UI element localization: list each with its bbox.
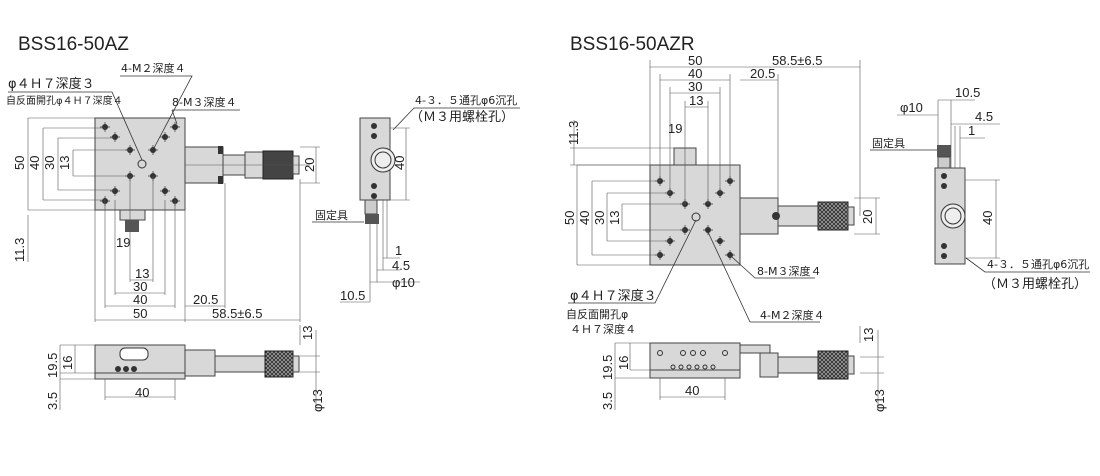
left-label-bolt-hole: （Ｍ３用螺栓孔）: [410, 110, 514, 125]
left-dim-30: 30: [42, 156, 57, 170]
right-dim-19: 19: [668, 121, 682, 136]
right-dim-h30: 30: [688, 79, 702, 94]
right-top-view: [649, 147, 855, 266]
right-label-m2: 4-M２深度４: [760, 308, 824, 322]
right-label-back-hole-1: 自反面開孔φ: [566, 308, 628, 321]
left-label-m3: 8-M３深度４: [172, 95, 236, 109]
left-dim-16: 16: [60, 356, 75, 370]
right-front-view: [649, 342, 855, 380]
right-dim-phi10: φ10: [900, 100, 923, 115]
left-label-pin-hole: φ４Ｈ７深度３: [8, 76, 95, 92]
right-dim-h50: 50: [688, 53, 702, 68]
right-dim-3-5: 3.5: [600, 392, 615, 410]
right-dim-v20: 20: [860, 210, 875, 224]
left-dim-phi13: φ13: [310, 389, 325, 412]
left-dim-40: 40: [27, 156, 42, 170]
right-dim-19-5: 19.5: [600, 355, 615, 380]
left-dim-50: 50: [12, 156, 27, 170]
right-dim-front-13: 13: [861, 328, 876, 342]
left-dim-19: 19: [116, 235, 130, 250]
right-dim-h13: 13: [689, 93, 703, 108]
right-dim-h40: 40: [688, 66, 702, 81]
right-label-through-hole: 4-３．５通孔φ6沉孔: [987, 258, 1089, 271]
left-dim-side-40: 40: [392, 156, 407, 170]
right-dim-v13: 13: [607, 211, 622, 225]
right-dim-11-3: 11.3: [566, 121, 581, 145]
right-dim-side-40: 40: [980, 211, 995, 225]
right-dim-v40: 40: [577, 211, 592, 225]
right-side-view: [934, 145, 966, 265]
right-label-pin-hole: φ４Ｈ７深度３: [570, 288, 657, 304]
right-dim-10-5: 10.5: [955, 85, 980, 100]
right-dim-phi13: φ13: [872, 389, 887, 412]
right-dim-4-5: 4.5: [975, 109, 993, 124]
left-label-back-hole: 自反面開孔φ４Ｈ７深度４: [6, 94, 123, 107]
right-dim-58-5: 58.5±6.5: [772, 53, 823, 68]
left-dim-h30: 30: [133, 279, 147, 294]
right-model-title: BSS16-50AZR: [570, 34, 695, 55]
left-front-view: [94, 344, 300, 380]
right-label-bolt-hole: （Ｍ３用螺栓孔）: [983, 277, 1087, 292]
right-dim-v30: 30: [592, 211, 607, 225]
left-dim-20: 20: [302, 158, 317, 172]
left-side-view: [359, 117, 396, 224]
left-dim-h40: 40: [133, 292, 147, 307]
right-dim-front-40: 40: [685, 383, 699, 398]
right-label-back-hole-2: ４Ｈ７深度４: [570, 322, 636, 336]
right-dim-v50: 50: [562, 211, 577, 225]
left-dim-h50: 50: [133, 306, 147, 321]
left-dim-3-5: 3.5: [45, 392, 60, 410]
left-dim-1: 1: [395, 243, 402, 258]
right-drawing: BSS16-50AZR 50 40 30 13 20.5 58.5±6.5 11…: [562, 34, 1090, 412]
left-dim-phi10: φ10: [392, 275, 415, 290]
left-dim-4-5: 4.5: [392, 258, 410, 273]
left-model-title: BSS16-50AZ: [18, 34, 129, 55]
front-knurl-icon: [264, 350, 294, 378]
left-label-clamp: 固定具: [315, 208, 348, 222]
right-dim-16: 16: [616, 356, 631, 370]
right-dim-1: 1: [968, 123, 975, 138]
left-top-view: [94, 117, 310, 232]
left-dim-13: 13: [57, 156, 72, 170]
right-front-knurl-icon: [817, 350, 849, 380]
right-knurl-icon: [817, 201, 849, 231]
left-dim-20-5: 20.5: [193, 292, 218, 307]
left-dim-front-13: 13: [300, 326, 315, 340]
right-label-m3: 8-M３深度４: [757, 264, 821, 278]
left-drawing: BSS16-50AZ φ４Ｈ７深度３ 自反面開孔φ４Ｈ７深度４ 4: [6, 34, 520, 412]
left-dim-10-5: 10.5: [340, 288, 365, 303]
left-dim-11-3: 11.3: [12, 238, 27, 262]
left-dim-h13: 13: [135, 266, 149, 281]
left-dim-front-40: 40: [135, 385, 149, 400]
left-label-m2: 4-M２深度４: [121, 61, 185, 75]
left-dim-58-5: 58.5±6.5: [212, 306, 263, 321]
left-label-through-hole: 4-３．５通孔φ6沉孔: [415, 94, 517, 107]
right-label-clamp: 固定具: [872, 136, 905, 150]
left-dim-19-5: 19.5: [45, 353, 60, 378]
right-dim-20-5: 20.5: [750, 66, 775, 81]
